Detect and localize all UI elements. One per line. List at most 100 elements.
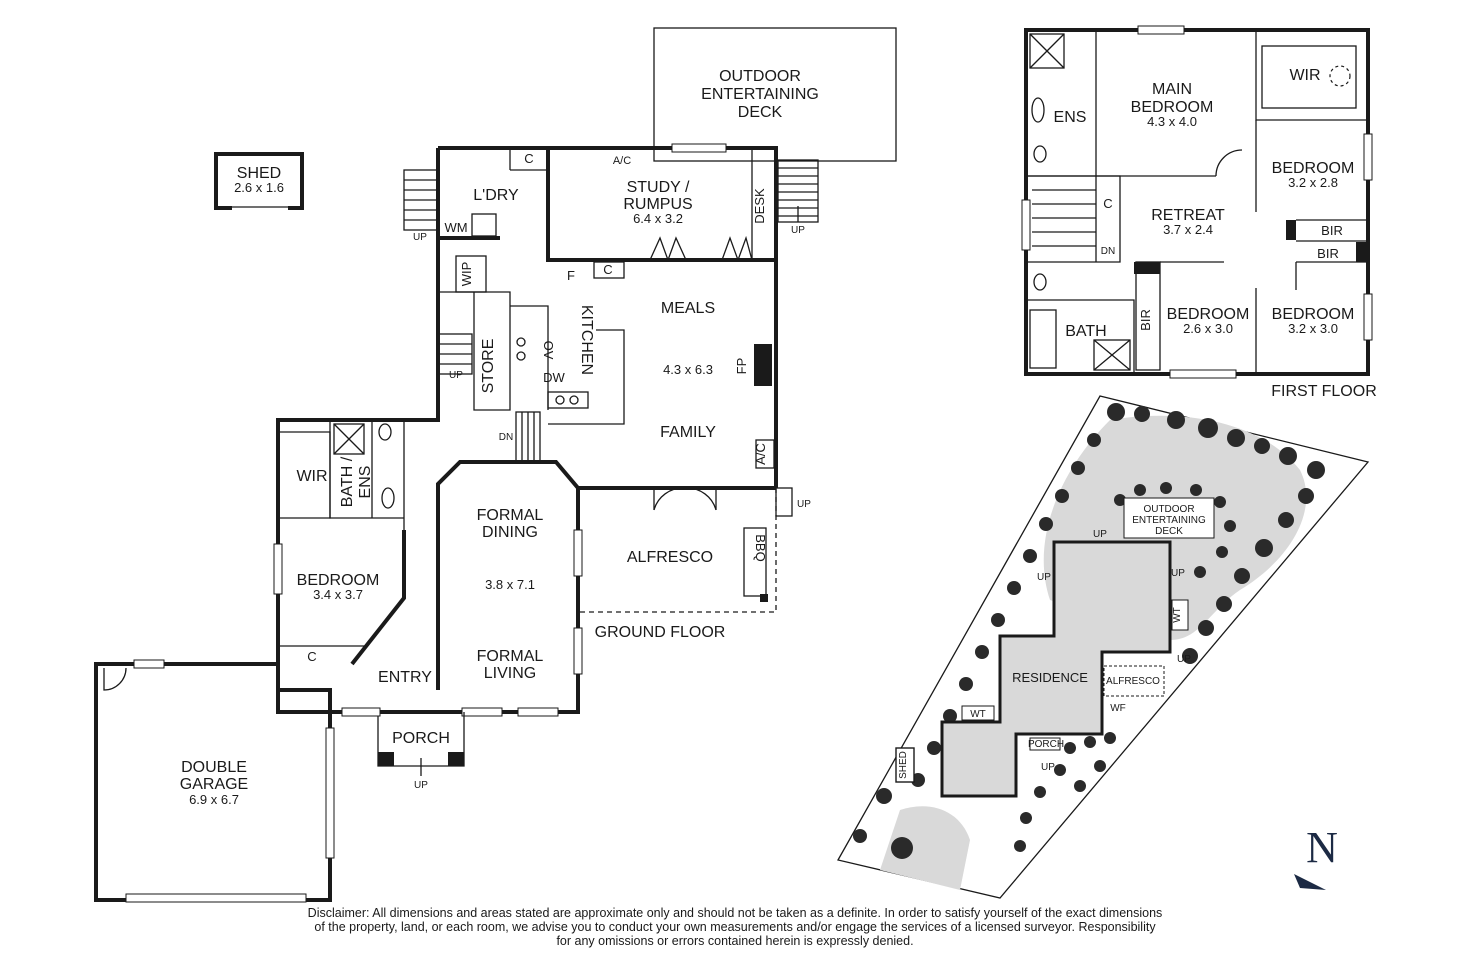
bedroom-cupboard-label: C (307, 649, 316, 664)
double-garage: DOUBLE GARAGE 6.9 x 6.7 (103, 659, 335, 903)
garage-dims: 6.9 x 6.7 (189, 792, 239, 807)
first-floor: ENS MAIN BEDROOM 4.3 x 4.0 WIR BEDROOM 3… (1021, 25, 1377, 400)
site-wt-label-2: WT (970, 709, 986, 720)
deck-up-label: UP (791, 225, 805, 236)
kitchen: KITCHEN DW OV F C (510, 261, 625, 425)
site-residence-label: RESIDENCE (1012, 670, 1088, 685)
oven-label: OV (541, 341, 556, 360)
garage-label-1: DOUBLE (181, 759, 247, 776)
first-floor-caption: FIRST FLOOR (1271, 383, 1377, 400)
formal-living-label-2: LIVING (484, 665, 536, 682)
bedroom-dims: 3.4 x 3.7 (313, 587, 363, 602)
formal-living-label-1: FORMAL (477, 648, 544, 665)
family-label: FAMILY (660, 424, 716, 441)
site-deck-label-1: OUTDOOR (1143, 504, 1194, 515)
ens-label: ENS (1054, 109, 1087, 126)
bedroom-label: BEDROOM (297, 572, 380, 589)
site-trees (853, 403, 1325, 859)
main-bedroom-dims: 4.3 x 4.0 (1147, 114, 1197, 129)
fireplace (754, 344, 772, 386)
wip-label: WIP (459, 262, 474, 287)
wir-label: WIR (296, 468, 327, 485)
alfresco-up-label: UP (797, 499, 811, 510)
study-rumpus: STUDY / RUMPUS 6.4 x 3.2 A/C DESK (546, 143, 776, 262)
bbq-label: BBQ (753, 534, 768, 561)
store-label: STORE (480, 339, 497, 394)
bedroom2-label: BEDROOM (1272, 160, 1355, 177)
shed-dims: 2.6 x 1.6 (234, 180, 284, 195)
laundry-stairs: UP (403, 169, 439, 243)
deck-label-2: ENTERTAINING (701, 86, 819, 103)
bir-label-2: BIR (1317, 246, 1339, 261)
first-wir-label: WIR (1289, 67, 1320, 84)
site-alfresco-label: ALFRESCO (1106, 676, 1160, 687)
porch-up-label: UP (414, 780, 428, 791)
bedroom3-dims: 2.6 x 3.0 (1183, 321, 1233, 336)
desk-label: DESK (752, 188, 767, 224)
dishwasher-label: DW (543, 370, 565, 385)
shed-label: SHED (237, 165, 281, 182)
study-label-2: RUMPUS (623, 196, 692, 213)
shed: SHED 2.6 x 1.6 (214, 152, 304, 210)
bedroom-wing: WIR BATH / ENS BEDROOM 3.4 x 3.7 C (273, 420, 406, 666)
laundry-label: L'DRY (473, 187, 519, 204)
site-up-label-4: UP (1177, 654, 1191, 665)
bedroom4-label: BEDROOM (1272, 306, 1355, 323)
pantry-store: WIP STORE UP (437, 255, 511, 411)
disclaimer-line-1: Disclaimer: All dimensions and areas sta… (307, 906, 1163, 920)
formal-rooms: FORMAL DINING 3.8 x 7.1 FORMAL LIVING (461, 507, 583, 717)
main-bedroom-label-1: MAIN (1152, 81, 1192, 98)
main-bedroom-label-2: BEDROOM (1131, 99, 1214, 116)
deck-label-1: OUTDOOR (719, 68, 801, 85)
kitchen-cupboard-label: C (603, 262, 612, 277)
disclaimer: Disclaimer: All dimensions and areas sta… (230, 906, 1240, 948)
first-dn-label: DN (1101, 246, 1115, 257)
bir-label-1: BIR (1321, 223, 1343, 238)
washing-machine-label: WM (444, 220, 467, 235)
laundry: L'DRY WM C (438, 148, 548, 240)
site-shed-label: SHED (898, 751, 909, 779)
meals-family-dims: 4.3 x 6.3 (663, 362, 713, 377)
north-pointer-icon (1294, 874, 1326, 890)
formal-dining-label-2: DINING (482, 524, 538, 541)
site-deck-label-2: ENTERTAINING (1132, 515, 1206, 526)
north-arrow: N (1294, 823, 1338, 890)
first-cupboard-label: C (1103, 196, 1112, 211)
site-up-label-5: UP (1041, 762, 1055, 773)
site-up-label-3: UP (1171, 568, 1185, 579)
site-up-label-1: UP (1093, 529, 1107, 540)
laundry-cupboard-label: C (524, 151, 533, 166)
kitchen-label: KITCHEN (578, 305, 595, 375)
study-dims: 6.4 x 3.2 (633, 211, 683, 226)
deck-stairs: UP (777, 159, 819, 236)
step-down-label: DN (499, 432, 513, 443)
site-porch-label: PORCH (1028, 739, 1064, 750)
laundry-up-label: UP (413, 232, 427, 243)
fireplace-label: FP (734, 358, 749, 375)
bir-label-3: BIR (1138, 309, 1153, 331)
ground-floor-caption: GROUND FLOOR (595, 624, 726, 641)
outdoor-deck: OUTDOOR ENTERTAINING DECK UP (653, 27, 897, 236)
bath-ens-label-2: ENS (357, 466, 374, 499)
porch-label: PORCH (392, 730, 450, 747)
formal-dims: 3.8 x 7.1 (485, 577, 535, 592)
entry-porch: ENTRY PORCH UP (341, 669, 465, 791)
ground-floor: SHED 2.6 x 1.6 OUTDOOR ENTERTAINING DECK… (94, 27, 897, 903)
bedroom2-dims: 3.2 x 2.8 (1288, 175, 1338, 190)
deck-label-3: DECK (738, 104, 783, 121)
alfresco: ALFRESCO BBQ UP GROUND FLOOR (580, 487, 811, 641)
family-ac-label: A/C (753, 443, 768, 465)
north-letter: N (1306, 823, 1338, 872)
bedroom4-dims: 3.2 x 3.0 (1288, 321, 1338, 336)
garage-label-2: GARAGE (180, 776, 248, 793)
store-up-label: UP (449, 370, 463, 381)
site-wf-label: WF (1110, 703, 1126, 714)
study-label-1: STUDY / (627, 179, 690, 196)
site-up-label-2: UP (1037, 572, 1051, 583)
site-deck-label-3: DECK (1155, 526, 1183, 537)
bath-ens-label-1: BATH / (339, 456, 356, 507)
alfresco-label: ALFRESCO (627, 549, 713, 566)
fridge-label: F (567, 268, 575, 283)
retreat-dims: 3.7 x 2.4 (1163, 222, 1213, 237)
